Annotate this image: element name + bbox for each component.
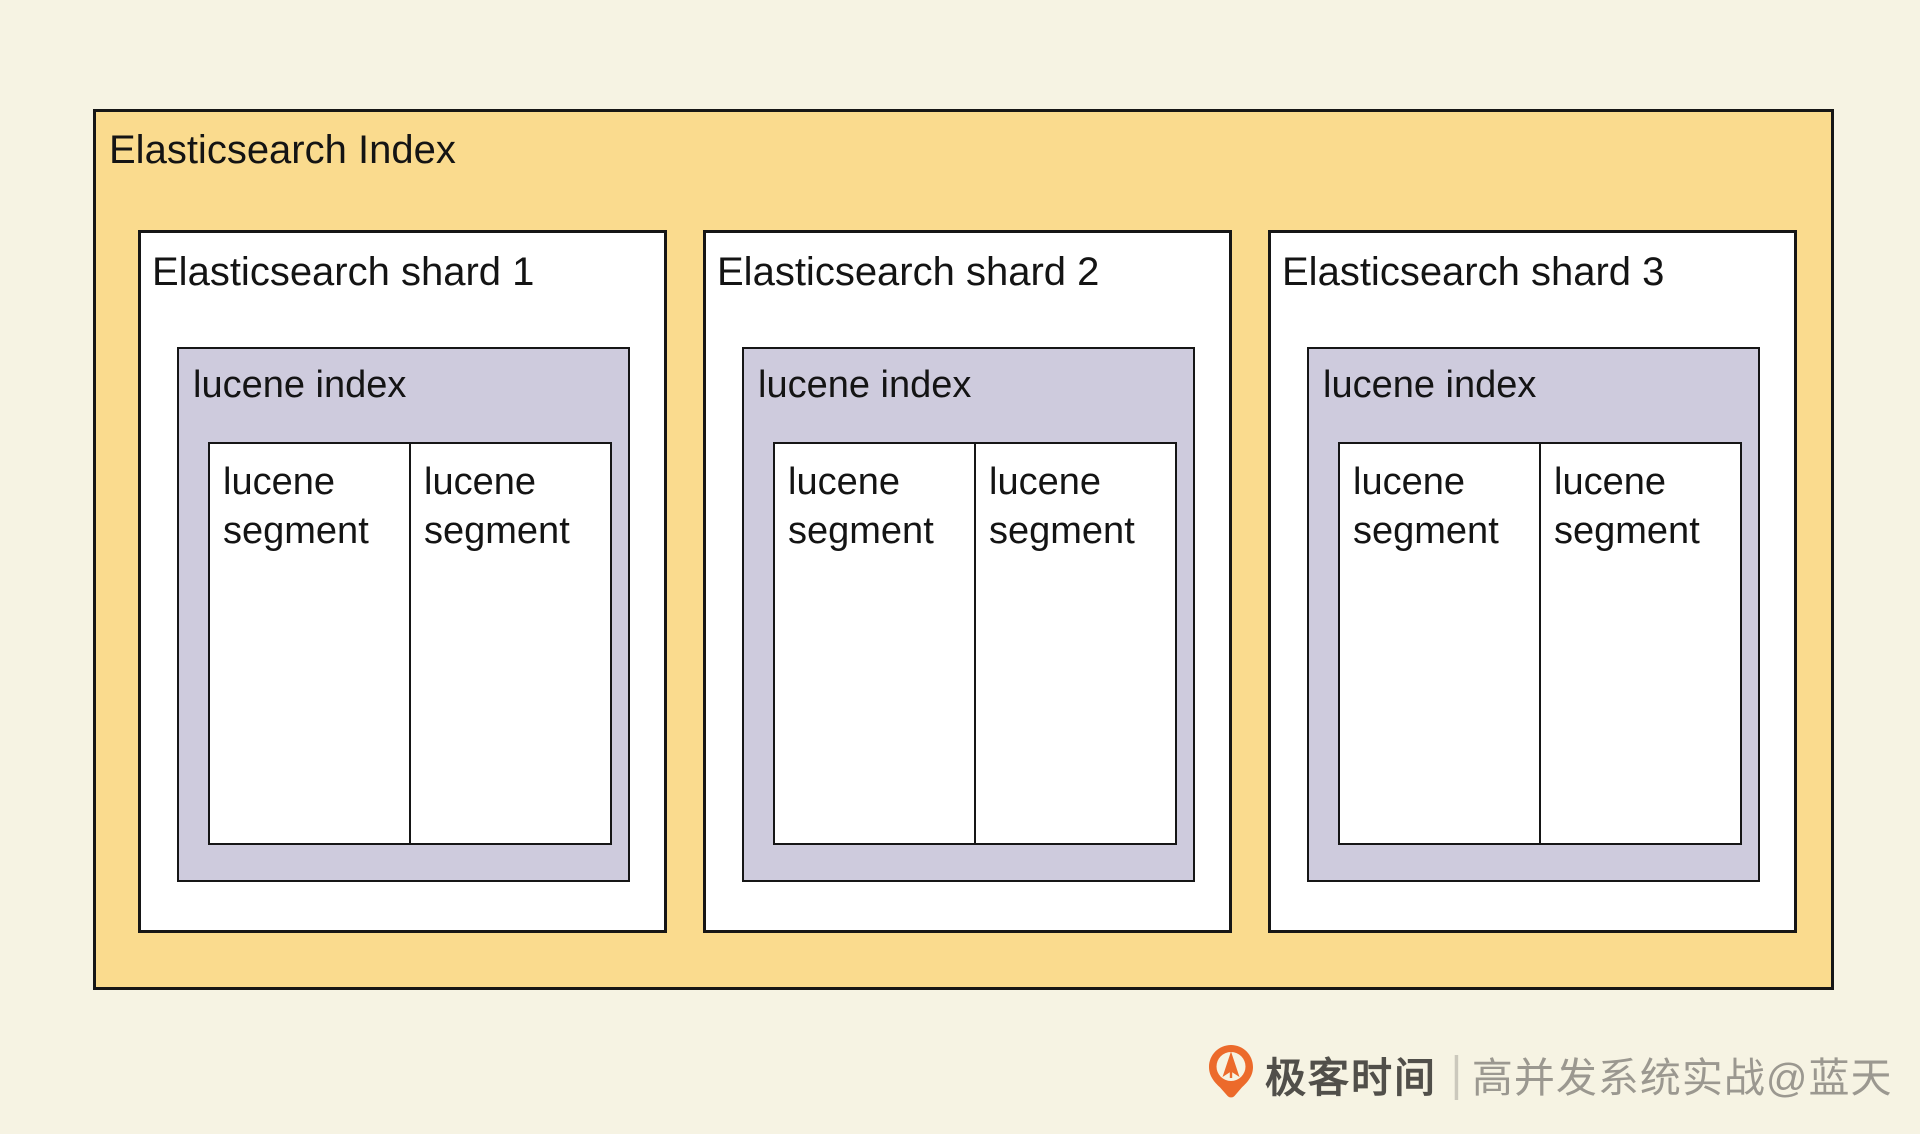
- watermark-divider: |: [1451, 1046, 1462, 1101]
- lucene-index-title-3: lucene index: [1323, 364, 1537, 406]
- lucene-index-box-1: lucene index lucene segment lucene segme…: [177, 347, 630, 882]
- lucene-index-title-2: lucene index: [758, 364, 972, 406]
- watermark-brand-text: 极客时间: [1265, 1055, 1437, 1101]
- shard-box-2: Elasticsearch shard 2 lucene index lucen…: [703, 230, 1232, 933]
- lucene-segment-cell: lucene segment: [788, 461, 934, 553]
- lucene-segment-cell: lucene segment: [223, 461, 369, 553]
- lucene-segments-group-1: lucene segment lucene segment: [208, 442, 612, 845]
- shards-row: Elasticsearch shard 1 lucene index lucen…: [138, 230, 1797, 933]
- lucene-segment-cell: lucene segment: [974, 444, 1175, 843]
- shard-title-2: Elasticsearch shard 2: [717, 250, 1100, 294]
- lucene-index-box-3: lucene index lucene segment lucene segme…: [1307, 347, 1760, 882]
- elasticsearch-index-title: Elasticsearch Index: [109, 128, 456, 172]
- shard-title-1: Elasticsearch shard 1: [152, 250, 535, 294]
- watermark: 极客时间 | 高并发系统实战@蓝天: [1208, 1042, 1893, 1106]
- lucene-segments-group-2: lucene segment lucene segment: [773, 442, 1177, 845]
- lucene-segment-cell: lucene segment: [1539, 444, 1740, 843]
- geektime-logo-icon: [1209, 1045, 1253, 1098]
- lucene-segment-cell: lucene segment: [1353, 461, 1499, 553]
- lucene-index-box-2: lucene index lucene segment lucene segme…: [742, 347, 1195, 882]
- watermark-course-text: 高并发系统实战@蓝天: [1471, 1055, 1893, 1101]
- lucene-segments-group-3: lucene segment lucene segment: [1338, 442, 1742, 845]
- lucene-segment-cell: lucene segment: [409, 444, 610, 843]
- lucene-index-title-1: lucene index: [193, 364, 407, 406]
- shard-title-3: Elasticsearch shard 3: [1282, 250, 1665, 294]
- elasticsearch-index-box: Elasticsearch Index Elasticsearch shard …: [93, 109, 1834, 990]
- shard-box-3: Elasticsearch shard 3 lucene index lucen…: [1268, 230, 1797, 933]
- shard-box-1: Elasticsearch shard 1 lucene index lucen…: [138, 230, 667, 933]
